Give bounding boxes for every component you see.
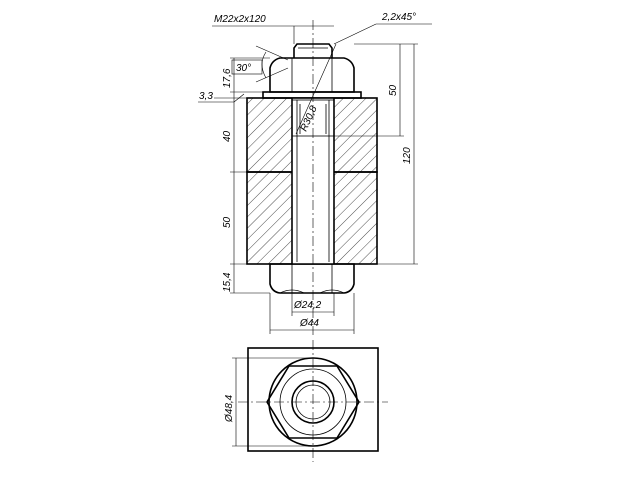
- lower-block-label: 50: [222, 216, 233, 228]
- plan-view: Ø48,4: [224, 340, 388, 462]
- outer-diameter-label: Ø44: [299, 318, 319, 329]
- total-length-label: 120: [402, 147, 413, 164]
- angle-arc: [261, 51, 267, 79]
- top-nut: [269, 57, 355, 93]
- bottom-nut-chamfer: [279, 289, 345, 294]
- upper-left-block-hatch: [247, 98, 292, 172]
- lower-right-block-hatch: [334, 172, 377, 264]
- upper-block-label: 40: [222, 130, 233, 142]
- washer-label: 3,3: [199, 91, 213, 102]
- plan-hex-nut: [266, 365, 360, 439]
- section-view: R30,8: [246, 20, 378, 335]
- section-dimensions: M22x2x120 2,2x45° 30° 17,6 3,3 40 50 15,…: [198, 12, 432, 334]
- angle-ray-1: [255, 45, 289, 61]
- right-50-label: 50: [388, 84, 399, 96]
- bottom-nut: [269, 263, 355, 294]
- lower-left-block-hatch: [247, 172, 292, 264]
- upper-right-block-hatch: [334, 98, 377, 172]
- thread-label: M22x2x120: [214, 14, 266, 25]
- radius-leader: [295, 43, 337, 135]
- angle-ray-2: [255, 67, 289, 83]
- inner-diameter-label: Ø24,2: [293, 300, 322, 311]
- plan-diameter-label: Ø48,4: [224, 394, 235, 423]
- angle-label: 30°: [236, 63, 251, 74]
- washer: [262, 91, 362, 99]
- bottom-nut-label: 15,4: [222, 272, 233, 292]
- nut-height-label: 17,6: [222, 68, 233, 88]
- washer-leader-diag: [233, 93, 245, 103]
- chamfer-label: 2,2x45°: [381, 12, 416, 23]
- chamfer-leader: [333, 23, 377, 45]
- angle-label-box: [231, 59, 263, 75]
